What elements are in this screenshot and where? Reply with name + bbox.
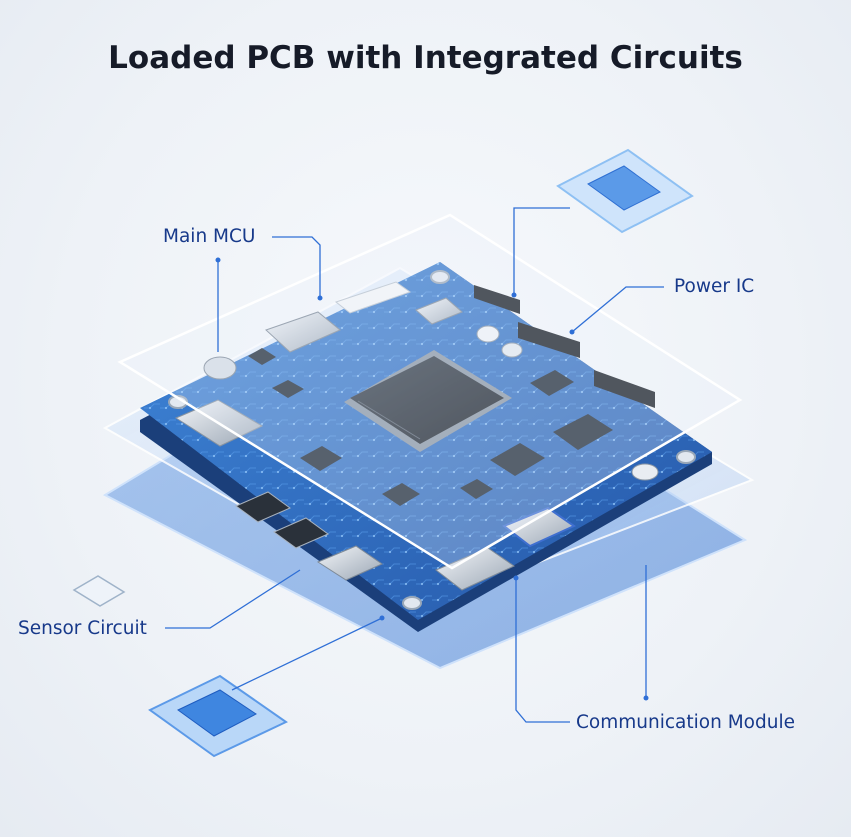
white-connector bbox=[334, 281, 412, 314]
pin-headers bbox=[474, 285, 655, 408]
leader-top-chip bbox=[513, 207, 570, 295]
leader-sensor-chip bbox=[231, 617, 383, 691]
floating-chip-top-right bbox=[556, 148, 694, 234]
label-sensor-circuit: Sensor Circuit bbox=[18, 618, 147, 639]
leader-sensor-circuit bbox=[165, 569, 301, 629]
mounting-holes bbox=[168, 270, 696, 610]
port-connectors bbox=[174, 297, 577, 591]
leader-main-mcu bbox=[272, 236, 321, 298]
label-main-mcu: Main MCU bbox=[163, 226, 256, 247]
leader-power-ic bbox=[571, 286, 664, 333]
small-ics bbox=[248, 348, 613, 506]
label-power-ic: Power IC bbox=[674, 276, 755, 297]
page-title: Loaded PCB with Integrated Circuits bbox=[108, 40, 743, 76]
leader-lines bbox=[165, 207, 664, 723]
leader-communication bbox=[515, 578, 570, 723]
top-glass-layer bbox=[117, 213, 743, 570]
floating-chip-bottom-left bbox=[148, 674, 288, 758]
capacitors bbox=[203, 325, 659, 481]
floating-chip-small bbox=[72, 575, 126, 607]
label-communication-module: Communication Module bbox=[576, 712, 795, 733]
main-mcu-chip bbox=[344, 350, 512, 452]
